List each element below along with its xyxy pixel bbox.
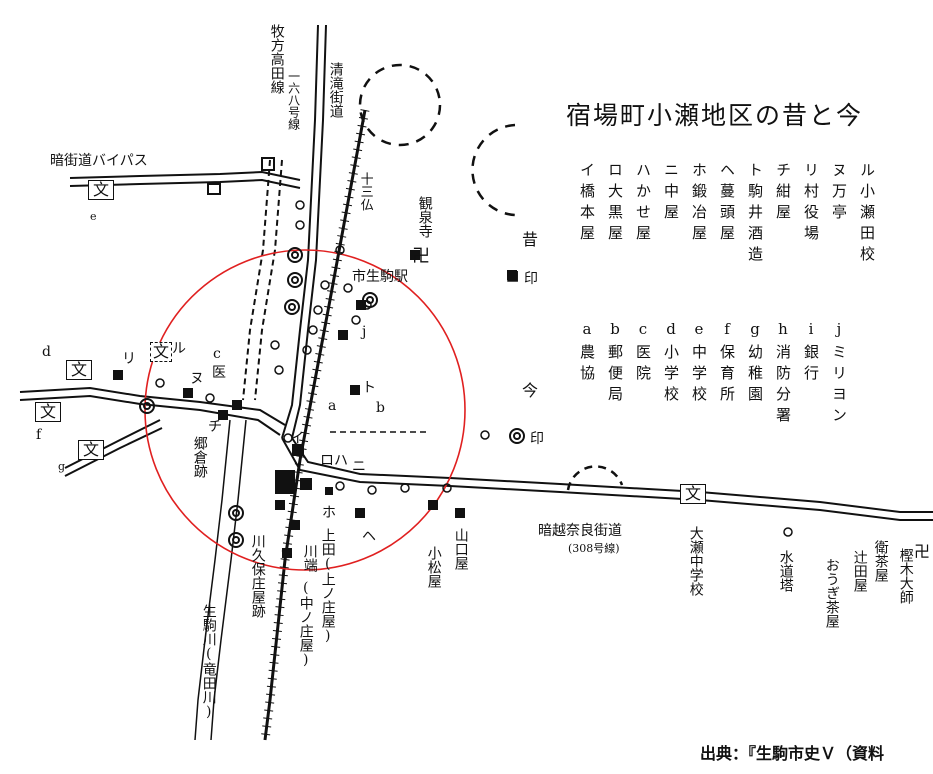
west-road	[19, 386, 286, 426]
kiyotaki-road	[281, 24, 319, 439]
key-i: イ	[290, 431, 304, 447]
label-kiyotaki: 清滝街道	[327, 62, 344, 118]
route168	[254, 159, 283, 401]
school-icon-old: 文	[150, 342, 172, 362]
key-he: ヘ	[362, 529, 376, 545]
double-circles	[139, 247, 525, 548]
school-icon: 文	[78, 440, 104, 460]
legend-item: ヘ蔓頭屋	[718, 162, 736, 246]
label-route168: 一六八号線	[286, 70, 301, 130]
label-oze-middle: 大瀬中学校	[687, 526, 704, 596]
label-station: 市生駒駅	[352, 269, 408, 285]
label-nishikido: 樫木大師	[897, 548, 914, 604]
label-komatsuya: 小松屋	[425, 546, 442, 588]
legend-item: ト駒井酒造	[746, 162, 764, 267]
legend-item: イ橋本屋	[578, 162, 596, 246]
legend-item: b郵便局	[606, 320, 624, 407]
legend-item: f保育所	[718, 320, 736, 407]
label-nakanoshoya: (中ノ庄屋)	[297, 580, 314, 668]
railway	[263, 109, 367, 741]
legend-item: リ村役場	[802, 162, 820, 246]
mukashi-mark-label: 印	[524, 271, 538, 287]
school-icon: 文	[680, 484, 706, 504]
label-bypass: 暗街道バイパス	[50, 153, 148, 169]
legend-item: a農協	[578, 320, 596, 386]
legend-item: チ紺屋	[774, 162, 792, 225]
label-kamiyoshida: 上田(上ノ庄屋)	[319, 528, 336, 644]
label-kawakubo: 川久保庄屋跡	[249, 534, 266, 618]
label-ikoma-river: 生駒川(竜田川)	[200, 604, 217, 720]
label-jushichi: 十三仏	[357, 172, 373, 211]
source-citation: 出典：『生駒市史Ｖ（資料	[700, 744, 885, 763]
page-title: 宿場町小瀬地区の昔と今	[566, 101, 864, 130]
ima-key: 今	[522, 381, 539, 400]
label-kawabata: 川端	[301, 544, 318, 572]
key-nu: ヌ	[190, 371, 204, 387]
label-suido: 水道塔	[777, 550, 794, 592]
shrine-icon: 卍	[914, 542, 931, 561]
legend-item: d小学校	[662, 320, 680, 407]
nara-road	[281, 437, 933, 521]
school-icon: 文	[66, 360, 92, 380]
legend-item: e中学校	[690, 320, 708, 407]
old-mark-icon: ■	[506, 268, 520, 284]
key-ni: ニ	[352, 459, 366, 475]
legend-item: ヌ万亭	[830, 162, 848, 225]
school-icon: 文	[88, 180, 114, 200]
key-a: a	[328, 398, 337, 414]
key-f: f	[36, 427, 42, 443]
key-roha: ロハ	[320, 453, 348, 469]
old-markers	[113, 250, 517, 558]
legend-item: h消防分署	[774, 320, 792, 428]
key-g: g	[58, 460, 66, 473]
key-d: d	[42, 344, 51, 360]
legend-item: c医院	[634, 320, 652, 386]
label-kansenji: 観泉寺	[416, 196, 433, 238]
key-b: b	[376, 400, 385, 416]
school-icon: 文	[35, 402, 61, 422]
key-ho: ホ	[322, 505, 336, 521]
key-e: e	[90, 210, 97, 223]
label-makata: 牧方高田線	[268, 24, 285, 94]
key-j: j	[362, 324, 367, 340]
river	[194, 419, 231, 741]
label-route308: (308号線)	[568, 542, 620, 555]
legend-item: ハかせ屋	[634, 162, 652, 246]
legend-item: i銀行	[802, 320, 820, 386]
label-nochaya: 衛茶屋	[872, 540, 889, 582]
label-teahouse: おうぎ茶屋	[823, 558, 840, 628]
key-c: c	[213, 346, 221, 362]
highlight-circle	[144, 249, 466, 571]
label-gosho: 郷倉跡	[191, 436, 208, 478]
label-nara-road: 暗越奈良街道	[538, 523, 622, 539]
legend-item: ル小瀬田校	[858, 162, 876, 267]
clinic-label: 医	[212, 365, 226, 381]
legend-item: jミリヨン	[830, 320, 848, 428]
key-ri: リ	[122, 351, 136, 367]
ima-mark-label: 印	[530, 431, 544, 447]
legend-item: g幼稚園	[746, 320, 764, 407]
key-chi: チ	[208, 419, 222, 435]
bypass-road	[69, 170, 301, 181]
key-to: ト	[362, 380, 376, 396]
label-yamaguchiya: 山口屋	[452, 528, 469, 570]
legend-item: ロ大黒屋	[606, 162, 624, 246]
key-ru: ル	[172, 341, 186, 357]
mukashi-key: 昔	[522, 230, 539, 249]
new-markers	[155, 200, 793, 537]
label-tsujiya: 辻田屋	[851, 550, 868, 592]
legend-item: ニ中屋	[662, 162, 680, 225]
legend-item: ホ鍛冶屋	[690, 162, 708, 246]
temple-icon: 卍	[412, 246, 430, 267]
